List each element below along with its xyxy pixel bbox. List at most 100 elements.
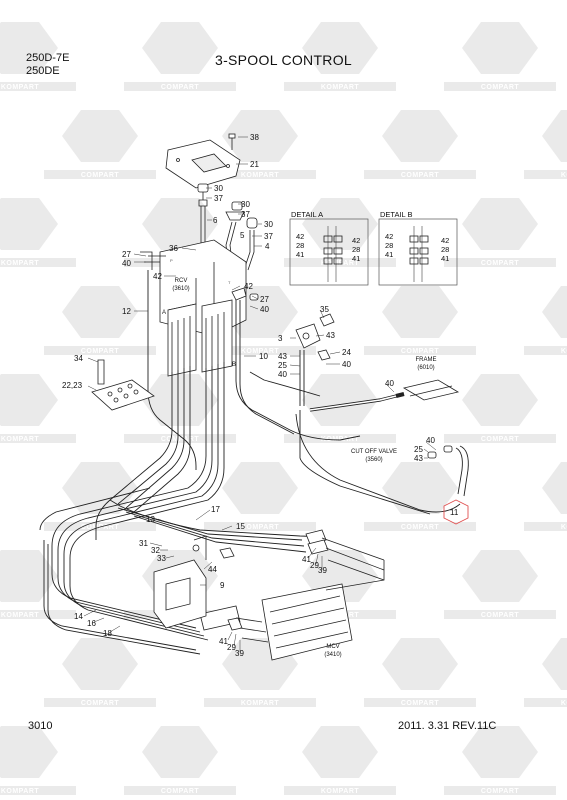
- watermark-hexagon: [142, 726, 218, 778]
- watermark-band: [444, 610, 556, 619]
- watermark-hexagon: [462, 374, 538, 426]
- callout-11: 11: [450, 508, 459, 517]
- rcv-label: RCV: [175, 278, 188, 284]
- watermark-brand-text: COMPART: [161, 436, 200, 443]
- watermark-band: [444, 434, 556, 443]
- callout-40b: 40: [260, 305, 269, 314]
- callout-39a: 39: [318, 566, 327, 575]
- watermark-hexagon: [382, 638, 458, 690]
- detail-b-box: [378, 218, 458, 286]
- watermark-band: [444, 258, 556, 267]
- port-t-label: T: [228, 280, 231, 285]
- watermark-brand-text: COMPART: [481, 612, 520, 619]
- detail-a-left-3: 41: [296, 250, 304, 259]
- watermark-band: [204, 170, 316, 179]
- mcv-label: MCV: [326, 644, 339, 650]
- watermark-band: [284, 82, 396, 91]
- callout-22-23: 22,23: [62, 381, 83, 390]
- watermark-hexagon: [62, 638, 138, 690]
- watermark-layer: KOMPART COMPART KOMPART COMPART COMPART KOMPA…: [0, 22, 567, 795]
- callout-9: 9: [220, 581, 225, 590]
- watermark-brand-text: KOMPART: [1, 612, 40, 619]
- callout-40a: 40: [122, 259, 131, 268]
- page-number: 3010: [28, 720, 53, 732]
- watermark-hexagon: [542, 286, 567, 338]
- callout-42a: 42: [153, 272, 162, 281]
- watermark-hexagon: [222, 462, 298, 514]
- callout-4: 4: [265, 242, 270, 251]
- watermark-hexagon: [0, 374, 58, 426]
- watermark-brand-text: KOMPART: [241, 700, 280, 707]
- watermark-brand-text: KOMPART: [321, 84, 360, 91]
- detail-labels: DETAIL A DETAIL B 42 28 41 42 28 41 42 2…: [291, 210, 449, 263]
- callout-5: 5: [240, 231, 245, 240]
- watermark-hexagon: [0, 198, 58, 250]
- watermark-hexagon: [462, 550, 538, 602]
- watermark-brand-text: KOMPART: [561, 700, 567, 707]
- watermark-band: [124, 82, 236, 91]
- watermark-brand-text: KOMPART: [561, 348, 567, 355]
- watermark-band: [44, 522, 156, 531]
- detail-a-left-1: 42: [296, 232, 304, 241]
- detail-a-right-1: 42: [352, 236, 360, 245]
- callout-29b: 29: [227, 643, 236, 652]
- watermark-brand-text: KOMPART: [561, 524, 567, 531]
- mcv-block: [235, 537, 385, 661]
- callout-34: 34: [74, 354, 83, 363]
- callout-39b: 39: [235, 649, 244, 658]
- watermark-brand-text: COMPART: [401, 172, 440, 179]
- watermark-brand-text: KOMPART: [241, 172, 280, 179]
- callout-16: 16: [87, 619, 96, 628]
- callout-30b: 30: [241, 200, 250, 209]
- callout-25a: 25: [278, 361, 287, 370]
- switch-panel: [91, 379, 155, 411]
- watermark-band: [524, 346, 567, 355]
- watermark-brand-text: COMPART: [481, 260, 520, 267]
- watermark-hexagon: [302, 726, 378, 778]
- detail-b-left-1: 42: [385, 232, 393, 241]
- watermark-brand-text: COMPART: [161, 788, 200, 795]
- watermark-hexagon: [382, 462, 458, 514]
- watermark-hexagon: [62, 286, 138, 338]
- watermark-band: [124, 434, 236, 443]
- callout-18: 18: [103, 629, 112, 638]
- watermark-hexagon: [302, 22, 378, 74]
- watermark-brand-text: KOMPART: [1, 788, 40, 795]
- watermark-hexagon: [542, 462, 567, 514]
- watermark-band: [44, 698, 156, 707]
- callout-13: 13: [146, 515, 155, 524]
- port-b-label: B: [232, 362, 236, 368]
- callout-40e: 40: [385, 379, 394, 388]
- watermark-band: [364, 698, 476, 707]
- callout-31: 31: [139, 539, 148, 548]
- rcv-valve-bank: [167, 299, 233, 377]
- model-list: 250D-7E 250DE: [26, 52, 69, 78]
- rcv-number-label: (3610): [172, 286, 189, 292]
- callout-3: 3: [278, 334, 283, 343]
- mcv-number-label: (3410): [324, 652, 341, 658]
- watermark-band: [524, 698, 567, 707]
- frame-number-label: (6010): [417, 365, 434, 371]
- detail-b-right-1: 42: [441, 236, 449, 245]
- detail-a-box: [289, 218, 369, 286]
- watermark-band: [204, 522, 316, 531]
- callout-24: 24: [342, 348, 351, 357]
- watermark-brand-text: COMPART: [481, 788, 520, 795]
- callout-43b: 43: [278, 352, 287, 361]
- detail-b-left-3: 41: [385, 250, 393, 259]
- watermark-band: [0, 434, 76, 443]
- watermark-band: [364, 170, 476, 179]
- watermark-brand-text: KOMPART: [561, 172, 567, 179]
- detail-a-left-2: 28: [296, 241, 304, 250]
- watermark-hexagon: [142, 22, 218, 74]
- revision-date: 2011. 3.31 REV.11C: [398, 720, 497, 732]
- callout-17: 17: [211, 505, 220, 514]
- watermark-brand-text: KOMPART: [321, 260, 360, 267]
- watermark-brand-text: COMPART: [481, 436, 520, 443]
- watermark-hexagon: [382, 286, 458, 338]
- model-name: 250DE: [26, 65, 60, 77]
- watermark-hexagon: [0, 550, 58, 602]
- cut-off-valve-label: CUT OFF VALVE: [351, 449, 397, 455]
- watermark-brand-text: COMPART: [401, 700, 440, 707]
